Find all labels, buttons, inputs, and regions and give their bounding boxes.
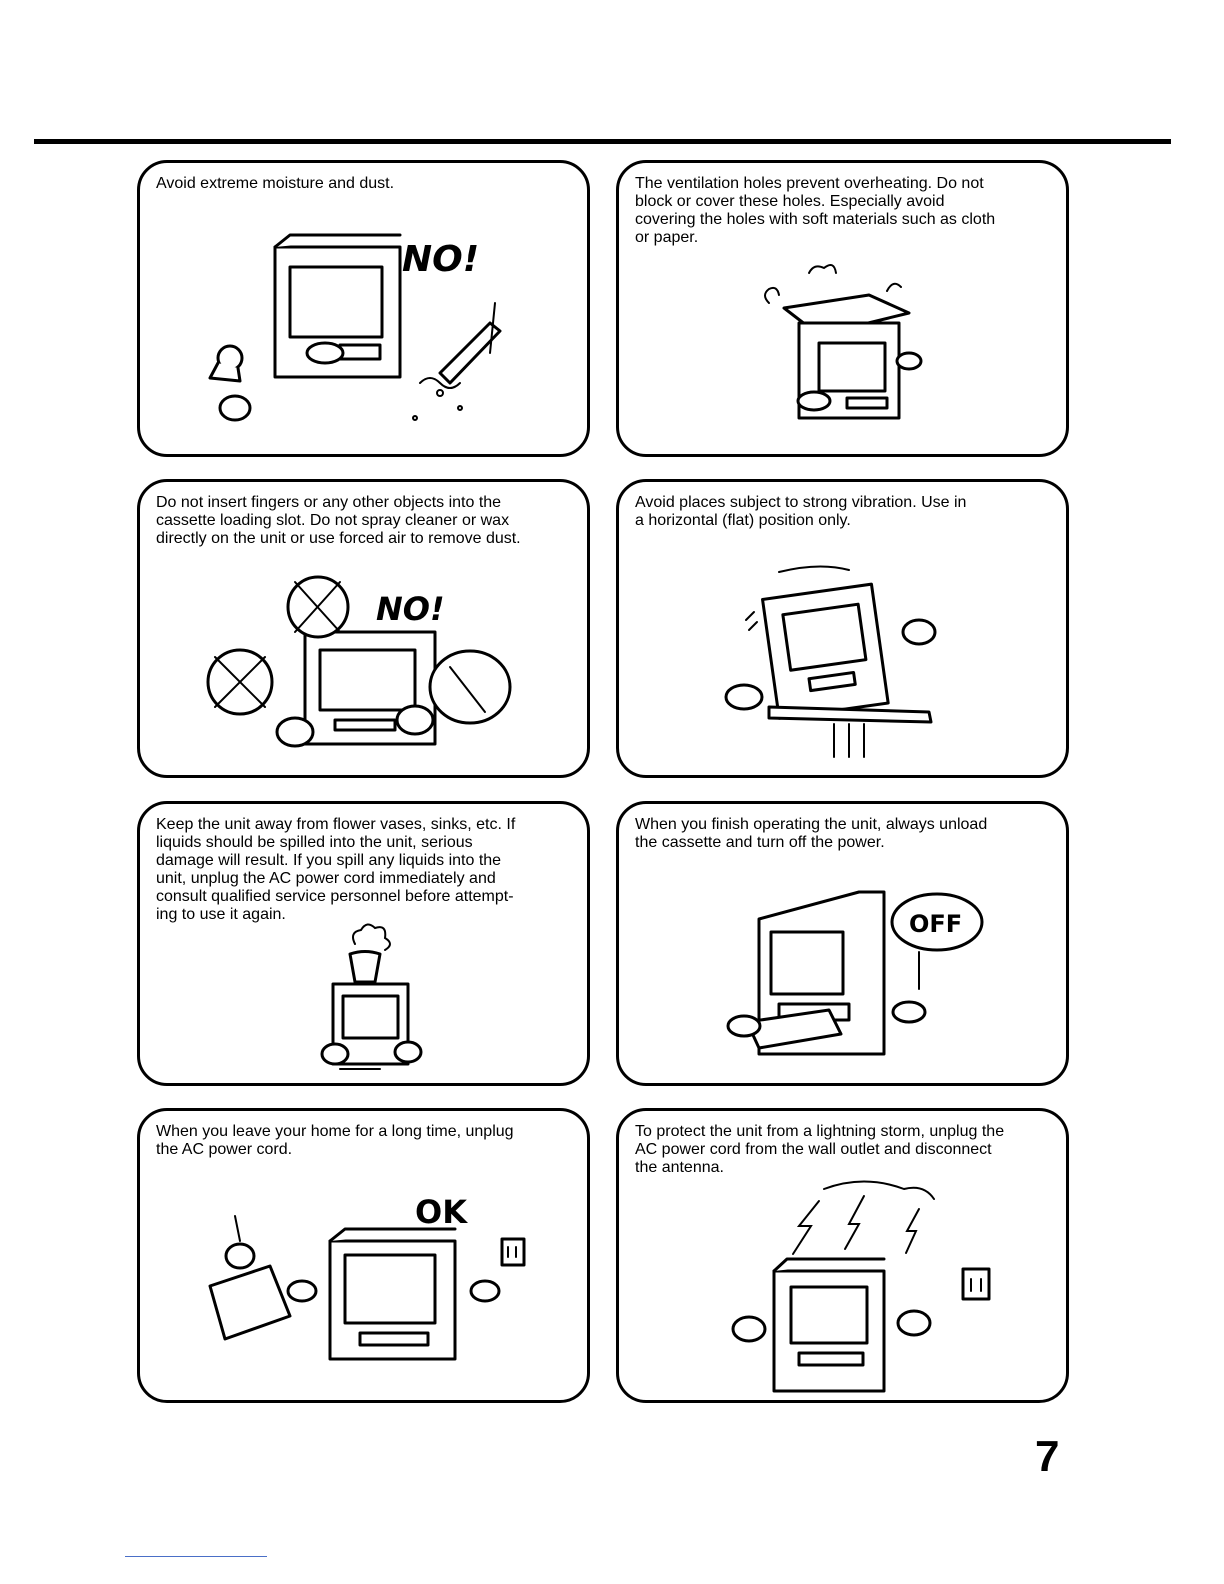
tv-vibration-illustration bbox=[724, 565, 937, 758]
panel-text: Keep the unit away from flower vases, si… bbox=[156, 816, 516, 923]
callout-no: NO! bbox=[376, 590, 445, 628]
callout-ok: OK bbox=[415, 1193, 468, 1231]
tv-unplug-travel-illustration: OK bbox=[208, 1193, 526, 1361]
panel-ventilation: The ventilation holes prevent overheatin… bbox=[616, 160, 1069, 457]
panel-text: Avoid places subject to strong vibration… bbox=[635, 494, 967, 529]
panel-power-off: When you finish operating the unit, alwa… bbox=[616, 801, 1069, 1086]
tv-power-off-illustration: OFF bbox=[726, 890, 984, 1056]
tv-vase-illustration bbox=[320, 923, 423, 1070]
panel-liquids: Keep the unit away from flower vases, si… bbox=[137, 801, 590, 1086]
callout-off: OFF bbox=[909, 910, 962, 938]
panel-text: Do not insert fingers or any other objec… bbox=[156, 494, 521, 547]
tv-lightning-illustration bbox=[731, 1180, 991, 1393]
page-number: 7 bbox=[1035, 1432, 1060, 1481]
panel-vibration: Avoid places subject to strong vibration… bbox=[616, 479, 1069, 778]
panel-lightning: To protect the unit from a lightning sto… bbox=[616, 1108, 1069, 1403]
callout-no: NO! bbox=[402, 239, 479, 280]
tv-insert-objects-illustration: NO! bbox=[206, 575, 512, 748]
bottom-link-underline bbox=[125, 1556, 267, 1557]
panel-long-absence: When you leave your home for a long time… bbox=[137, 1108, 590, 1403]
tv-moisture-illustration: NO! bbox=[208, 233, 502, 422]
panel-text: The ventilation holes prevent overheatin… bbox=[635, 175, 996, 246]
panel-text: Avoid extreme moisture and dust. bbox=[156, 175, 395, 192]
panel-text: When you finish operating the unit, alwa… bbox=[635, 816, 988, 851]
header-rule bbox=[34, 139, 1171, 144]
tv-overheating-illustration bbox=[764, 263, 923, 420]
panel-fingers-objects: Do not insert fingers or any other objec… bbox=[137, 479, 590, 778]
panel-text: When you leave your home for a long time… bbox=[156, 1123, 514, 1158]
panel-moisture-dust: Avoid extreme moisture and dust. NO! bbox=[137, 160, 590, 457]
panel-text: To protect the unit from a lightning sto… bbox=[635, 1123, 1005, 1176]
